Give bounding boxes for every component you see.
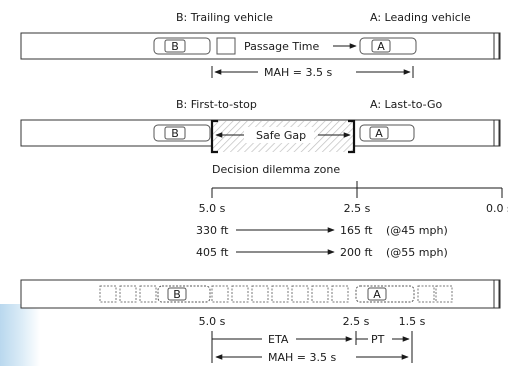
dist-45-far: 330 ft: [196, 224, 229, 237]
panel-safe-gap: B: First-to-stop A: Last-to-Go Safe Gap …: [20, 98, 501, 176]
stop-bar-2: [493, 119, 500, 147]
vehicle-a-1-label: A: [377, 40, 385, 53]
speed-45-label: (@45 mph): [386, 224, 448, 237]
ghost-vehicle-box: [119, 285, 137, 303]
speed-55-label: (@55 mph): [386, 246, 448, 259]
ghost-vehicle-box: [291, 285, 309, 303]
vehicle-b-3: B: [157, 285, 211, 303]
dilemma-zone-label: Decision dilemma zone: [212, 163, 340, 176]
ghost-vehicle-box: [139, 285, 157, 303]
dist-55-far: 405 ft: [196, 246, 229, 259]
ghost-vehicle-box: [311, 285, 329, 303]
ghost-vehicle-box: [331, 285, 349, 303]
road-lane-1: [20, 32, 501, 60]
vehicle-b-3-label: B: [173, 288, 181, 301]
time-label-15s: 1.5 s: [399, 315, 426, 328]
passage-time-label: Passage Time: [244, 40, 319, 53]
eta-label: ETA: [268, 333, 289, 346]
safe-gap-bracket-right: [348, 119, 356, 154]
vehicle-b-1-label: B: [171, 40, 179, 53]
mah-label-3: MAH = 3.5 s: [268, 351, 336, 364]
vehicle-a-2-label: A: [375, 127, 383, 140]
ghost-vehicle-box: [99, 285, 117, 303]
ghost-vehicle-box: [271, 285, 289, 303]
label-leading-vehicle: A: Leading vehicle: [370, 11, 471, 24]
ghost-vehicle-trail: [99, 285, 453, 303]
passage-time-marker: [216, 37, 236, 55]
pt-label: PT: [371, 333, 385, 346]
stop-bar-3: [493, 279, 500, 309]
safe-gap-label-bg: [244, 127, 314, 143]
vehicle-a-2: A: [359, 124, 415, 142]
vehicle-b-2-label: B: [171, 127, 179, 140]
label-first-to-stop: B: First-to-stop: [176, 98, 257, 111]
safe-gap-bracket-left: [210, 119, 218, 154]
scale-label-25s: 2.5 s: [344, 202, 371, 215]
dist-55-near: 200 ft: [340, 246, 373, 259]
ghost-vehicle-box: [251, 285, 269, 303]
vehicle-a-3-label: A: [373, 288, 381, 301]
safe-gap-label: Safe Gap: [256, 129, 306, 142]
time-label-5s: 5.0 s: [199, 315, 226, 328]
vehicle-b-1: B: [153, 37, 211, 55]
vehicle-a-1: A: [359, 37, 417, 55]
ghost-vehicle-box: [435, 285, 453, 303]
panel-passage-time: B: Trailing vehicle A: Leading vehicle B…: [20, 11, 501, 79]
panel-eta-pt: B A 5.0 s 2.5 s 1.5 s ETA PT MAH = 3.5 s: [20, 279, 501, 364]
ghost-vehicle-box: [417, 285, 435, 303]
edge-accent: [0, 304, 40, 366]
label-last-to-go: A: Last-to-Go: [370, 98, 443, 111]
ghost-vehicle-box: [211, 285, 229, 303]
dist-45-near: 165 ft: [340, 224, 373, 237]
time-label-25s: 2.5 s: [343, 315, 370, 328]
vehicle-b-2: B: [153, 124, 211, 142]
scale-label-0s: 0.0 s: [486, 202, 508, 215]
vehicle-a-3: A: [355, 285, 415, 303]
time-distance-scale: 5.0 s 2.5 s 0.0 s 330 ft 165 ft (@45 mph…: [196, 181, 508, 259]
mah-label-1: MAH = 3.5 s: [264, 66, 332, 79]
label-trailing-vehicle: B: Trailing vehicle: [176, 11, 273, 24]
stop-bar-1: [493, 32, 500, 60]
scale-label-5s: 5.0 s: [199, 202, 226, 215]
ghost-vehicle-box: [231, 285, 249, 303]
